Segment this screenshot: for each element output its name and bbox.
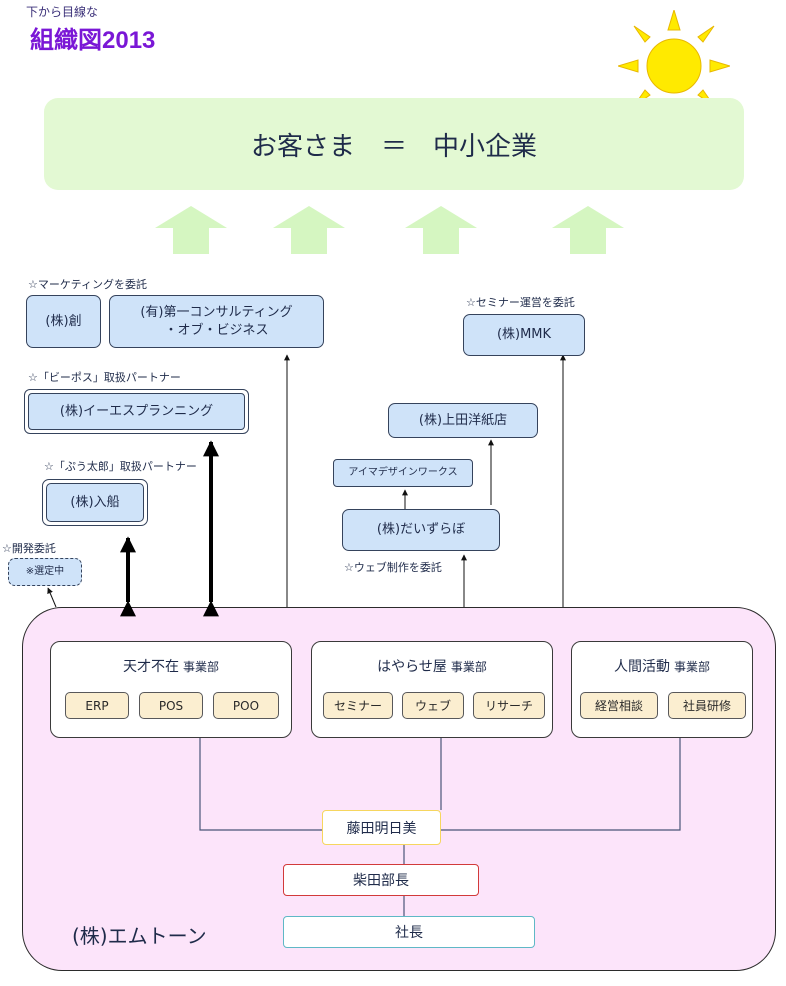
division-suffix: 事業部: [182, 660, 219, 674]
division-suffix: 事業部: [450, 660, 487, 674]
company-name: (株)エムトーン: [72, 924, 207, 948]
tag-seminar: セミナー: [323, 692, 393, 719]
up-arrow-3: [405, 206, 477, 254]
customer-label: お客さま ＝ 中小企業: [250, 131, 537, 162]
division-tensai: 天才不在事業部 ERP POS POO: [50, 641, 292, 738]
up-arrow-1: [155, 206, 227, 254]
division-name: 天才不在: [122, 659, 179, 675]
customer-band: お客さま ＝ 中小企業: [44, 98, 744, 190]
partner-ueda: (株)上田洋紙店: [388, 403, 538, 438]
page-subtitle: 下から目線な: [26, 5, 99, 19]
division-ningen: 人間活動事業部 経営相談 社員研修: [571, 641, 753, 738]
tree-line-right: [441, 738, 681, 831]
up-arrow-4: [552, 206, 624, 254]
bepos-note: ☆「ビーポス」取扱パートナー: [28, 371, 181, 384]
tag-poo: POO: [213, 692, 279, 719]
page-title: 組織図2013: [30, 27, 156, 54]
tree-line-left: [199, 738, 322, 831]
division-hayarase: はやらせ屋事業部 セミナー ウェブ リサーチ: [311, 641, 553, 738]
division-suffix: 事業部: [673, 660, 710, 674]
tag-consulting: 経営相談: [580, 692, 658, 719]
tag-pos: POS: [139, 692, 203, 719]
partner-aima: アイマデザインワークス: [333, 459, 473, 487]
web-note: ☆ウェブ制作を委託: [344, 561, 442, 574]
dev-selecting: ※選定中: [8, 558, 82, 586]
division-title: 人間活動事業部: [572, 656, 752, 676]
tag-research: リサーチ: [473, 692, 545, 719]
tag-training: 社員研修: [668, 692, 746, 719]
partner-sou: (株)創: [26, 295, 101, 348]
partner-es-planning: (株)イーエスプランニング: [28, 393, 245, 430]
dev-note: ☆開発委託: [2, 542, 56, 555]
arrow-to-dev: [47, 587, 57, 608]
partner-mmk: (株)MMK: [463, 314, 585, 356]
tag-erp: ERP: [65, 692, 129, 719]
partner-irifune: (株)入船: [46, 483, 144, 522]
pootaro-note: ☆「ぷう太郎」取扱パートナー: [44, 460, 197, 473]
partner-daizura: (株)だいずらぼ: [342, 509, 500, 551]
person-president: 社長: [283, 916, 535, 948]
partner-daiichi: (有)第一コンサルティング ・オブ・ビジネス: [109, 295, 324, 348]
marketing-note: ☆マーケティングを委託: [28, 278, 147, 291]
person-fujita: 藤田明日美: [322, 810, 441, 845]
up-arrow-2: [273, 206, 345, 254]
seminar-note: ☆セミナー運営を委託: [466, 296, 575, 309]
division-name: 人間活動: [613, 659, 670, 675]
person-shibata: 柴田部長: [283, 864, 479, 896]
division-title: はやらせ屋事業部: [312, 656, 552, 676]
division-title: 天才不在事業部: [51, 656, 291, 676]
division-name: はやらせ屋: [377, 659, 447, 675]
tag-web: ウェブ: [402, 692, 464, 719]
